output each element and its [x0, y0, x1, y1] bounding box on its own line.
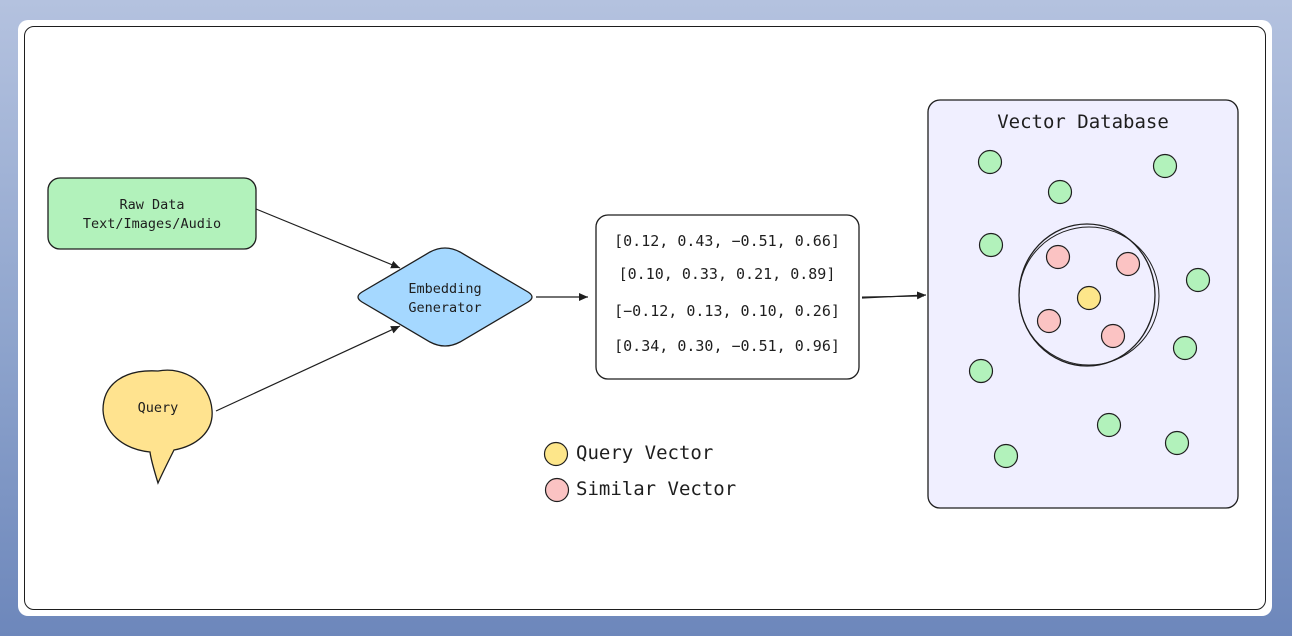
vector-dot-green [978, 232, 1004, 258]
arrow-raw-to-embedding [255, 208, 401, 269]
raw-data-box[interactable] [47, 177, 257, 250]
similar-vector-dot [1100, 323, 1126, 349]
similar-vector-dot [1036, 308, 1062, 334]
query-bubble[interactable] [102, 369, 213, 485]
vector-dot-green [993, 443, 1019, 469]
vector-row: [0.10, 0.33, 0.21, 0.89] [618, 265, 836, 283]
raw-data-line1: Raw Data [119, 197, 185, 213]
vector-dot-green [1152, 153, 1178, 179]
vector-row: [−0.12, 0.13, 0.10, 0.26] [614, 302, 840, 320]
raw-data-line2: Text/Images/Audio [82, 216, 222, 232]
vector-row: [0.12, 0.43, −0.51, 0.66] [614, 232, 840, 250]
similar-vector-dot [1115, 251, 1141, 277]
query-label: Query [137, 400, 179, 416]
vector-database-title: Vector Database [997, 111, 1169, 133]
embedding-line1: Embedding [408, 281, 482, 297]
vector-row: [0.34, 0.30, −0.51, 0.96] [614, 337, 840, 355]
query-vector-dot [1076, 285, 1102, 311]
similar-vector-dot [1045, 244, 1071, 270]
raw-data-label: Raw Data Text/Images/Audio [48, 196, 256, 234]
embedding-generator-diamond[interactable] [357, 247, 533, 347]
legend-query-swatch [543, 441, 569, 467]
arrow-query-to-embedding [215, 325, 401, 412]
embedding-line2: Generator [408, 300, 482, 316]
vector-dot-green [968, 358, 994, 384]
vector-dot-green [1164, 430, 1190, 456]
legend-query-label: Query Vector [576, 442, 714, 464]
vector-dot-green [1047, 179, 1073, 205]
vector-dot-green [1185, 267, 1211, 293]
vectors-box [595, 214, 860, 380]
arrow-vectors-to-database-sketch [861, 295, 925, 298]
legend-similar-swatch [544, 477, 570, 503]
vector-dot-green [1172, 335, 1198, 361]
vector-dot-green [1096, 412, 1122, 438]
similarity-region-sketch [1018, 226, 1160, 366]
embedding-generator-label: Embedding Generator [380, 280, 510, 318]
legend-similar-label: Similar Vector [576, 478, 737, 500]
vector-dot-green [977, 149, 1003, 175]
